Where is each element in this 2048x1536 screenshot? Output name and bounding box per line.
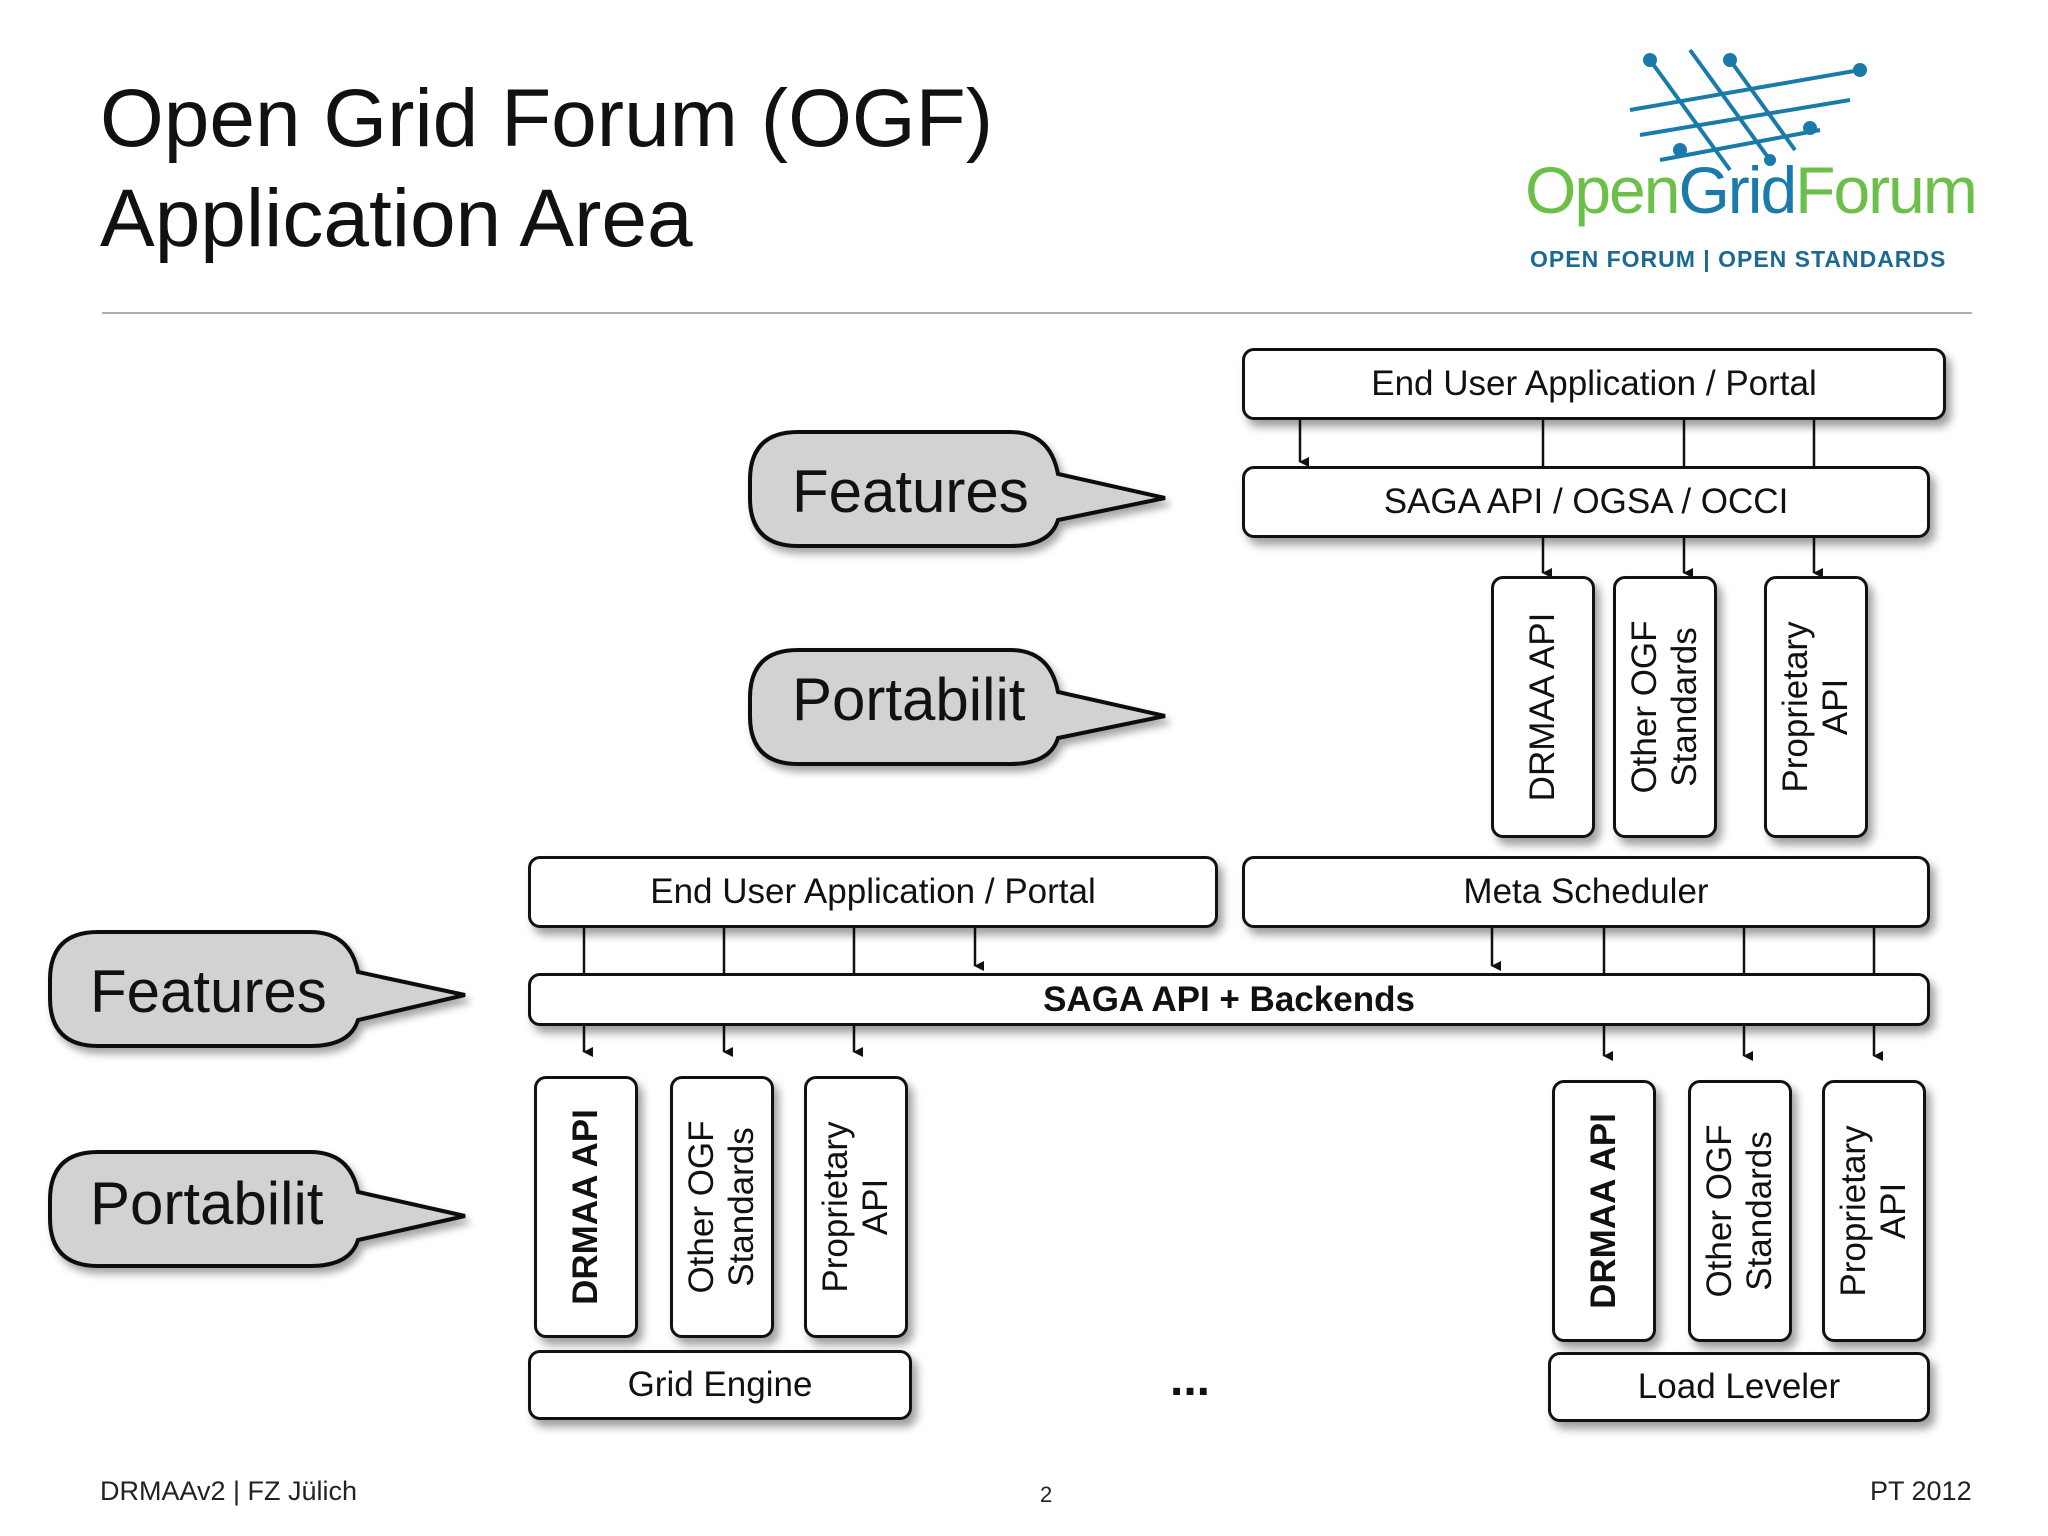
slide-title-line-1: Open Grid Forum (OGF) (100, 73, 994, 164)
callout-lower-portability (48, 1150, 466, 1268)
upper-drmaa-box: DRMAA API (1491, 576, 1595, 838)
ogf-logo-wordmark: OpenGridForum (1525, 152, 1978, 228)
callout-lower-features-text: Features (90, 958, 327, 1025)
callout-upper-portability (748, 648, 1166, 766)
footer-right: PT 2012 (1870, 1476, 1972, 1506)
upper-other-ogf-box: Other OGF Standards (1613, 576, 1717, 838)
upper-proprietary-box: Proprietary API (1764, 576, 1868, 838)
logo-tagline: OPEN FORUM | OPEN STANDARDS (1530, 246, 1947, 272)
slide-title-line-2: Application Area (100, 173, 693, 264)
upper-saga-box: SAGA API / OGSA / OCCI (1242, 466, 1930, 538)
logo-word-open: Open (1525, 153, 1680, 227)
lower-right-proprietary-box: Proprietary API (1822, 1080, 1926, 1342)
lower-right-drmaa-label: DRMAA API (1584, 1113, 1623, 1309)
lower-left-other-ogf-box: Other OGF Standards (670, 1076, 774, 1338)
logo-word-grid: Grid (1678, 153, 1797, 227)
grid-engine-box: Grid Engine (528, 1350, 912, 1420)
logo-word-forum: Forum (1795, 153, 1978, 227)
callout-upper-features-text: Features (792, 458, 1029, 525)
lower-left-drmaa-box: DRMAA API (534, 1076, 638, 1338)
callout-lower-features (48, 930, 466, 1048)
ellipsis: ... (1170, 1353, 1211, 1406)
upper-other-ogf-label: Other OGF Standards (1625, 620, 1704, 794)
lower-right-proprietary-label: Proprietary API (1834, 1125, 1913, 1297)
callout-lower-portability-text: Portabilit (90, 1170, 324, 1237)
lower-left-other-ogf-label: Other OGF Standards (682, 1120, 761, 1294)
load-leveler-box: Load Leveler (1548, 1352, 1930, 1422)
callout-upper-features (748, 430, 1166, 548)
lower-right-drmaa-box: DRMAA API (1552, 1080, 1656, 1342)
page-number: 2 (1040, 1482, 1053, 1507)
meta-scheduler-box: Meta Scheduler (1242, 856, 1930, 928)
callout-upper-portability-text: Portabilit (792, 666, 1026, 733)
upper-end-user-box: End User Application / Portal (1242, 348, 1946, 420)
middle-end-user-box: End User Application / Portal (528, 856, 1218, 928)
lower-right-other-ogf-label: Other OGF Standards (1700, 1124, 1779, 1298)
title-divider (102, 312, 1972, 314)
saga-backends-box: SAGA API + Backends (528, 973, 1930, 1026)
ogf-logo-icon (1629, 48, 1867, 172)
footer-left: DRMAAv2 | FZ Jülich (100, 1476, 358, 1506)
upper-proprietary-label: Proprietary API (1776, 621, 1855, 793)
lower-left-proprietary-box: Proprietary API (804, 1076, 908, 1338)
upper-drmaa-label: DRMAA API (1523, 612, 1562, 802)
lower-right-other-ogf-box: Other OGF Standards (1688, 1080, 1792, 1342)
lower-left-drmaa-label: DRMAA API (566, 1109, 605, 1305)
lower-left-proprietary-label: Proprietary API (816, 1121, 895, 1293)
